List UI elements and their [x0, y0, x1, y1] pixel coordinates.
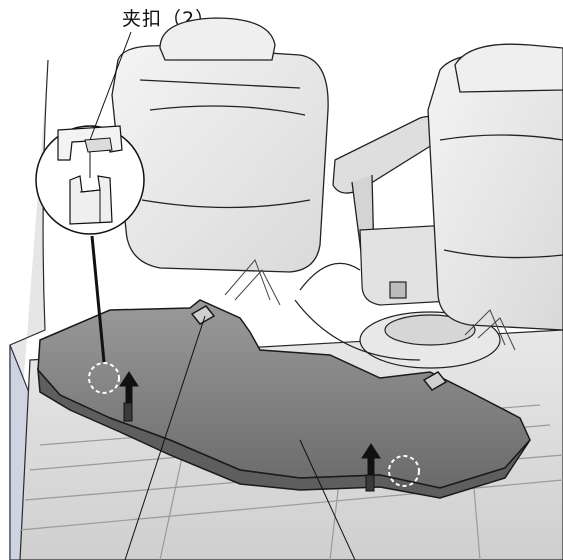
dashed-circle-icon: [88, 362, 120, 394]
clip-leader-line: [124, 315, 206, 560]
right-seat: [427, 43, 563, 331]
up-arrow-icon: [119, 371, 139, 422]
left-seat: [111, 17, 329, 273]
wire-hooks: [224, 259, 516, 351]
seat-cover-panel: [37, 299, 531, 499]
dashed-circle-icon: [388, 455, 420, 487]
clip-leader-line: [89, 31, 132, 141]
magnifier-callout-icon: [35, 125, 145, 363]
up-arrow-icon: [361, 443, 381, 492]
cover-leader-line: [299, 439, 356, 560]
